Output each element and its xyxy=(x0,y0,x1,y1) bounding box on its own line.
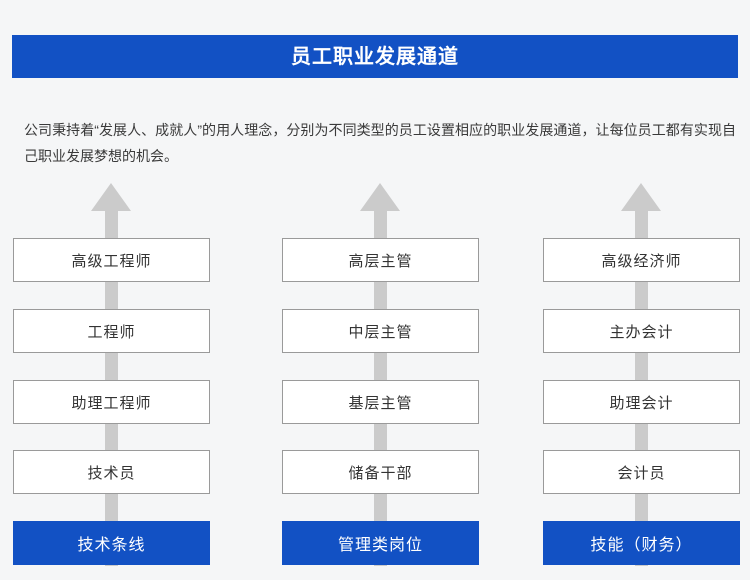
upward-arrow-icon xyxy=(543,178,740,570)
career-track-column-technical: 高级工程师 工程师 助理工程师 技术员 技术条线 xyxy=(13,178,210,578)
intro-paragraph: 公司秉持着“发展人、成就人”的用人理念，分别为不同类型的员工设置相应的职业发展通… xyxy=(24,122,736,164)
arrow-head-icon xyxy=(360,183,400,211)
career-level-box[interactable]: 高级经济师 xyxy=(543,238,740,282)
career-track-footer[interactable]: 管理类岗位 xyxy=(282,521,479,565)
career-level-box[interactable]: 基层主管 xyxy=(282,380,479,424)
career-level-box[interactable]: 高级工程师 xyxy=(13,238,210,282)
upward-arrow-icon xyxy=(282,178,479,570)
arrow-head-icon xyxy=(91,183,131,211)
upward-arrow-icon xyxy=(13,178,210,570)
career-level-box[interactable]: 储备干部 xyxy=(282,450,479,494)
career-level-box[interactable]: 工程师 xyxy=(13,309,210,353)
career-level-box[interactable]: 中层主管 xyxy=(282,309,479,353)
career-track-column-management: 高层主管 中层主管 基层主管 储备干部 管理类岗位 xyxy=(282,178,479,578)
career-track-footer[interactable]: 技能（财务） xyxy=(543,521,740,565)
career-tracks-diagram: 高级工程师 工程师 助理工程师 技术员 技术条线 高层主管 中层主管 基层主管 … xyxy=(0,178,750,578)
career-level-box[interactable]: 主办会计 xyxy=(543,309,740,353)
career-level-box[interactable]: 助理工程师 xyxy=(13,380,210,424)
career-level-box[interactable]: 会计员 xyxy=(543,450,740,494)
page-title: 员工职业发展通道 xyxy=(291,45,459,68)
career-track-column-finance: 高级经济师 主办会计 助理会计 会计员 技能（财务） xyxy=(543,178,740,578)
page-title-banner: 员工职业发展通道 xyxy=(12,35,738,78)
arrow-head-icon xyxy=(621,183,661,211)
career-track-footer[interactable]: 技术条线 xyxy=(13,521,210,565)
career-level-box[interactable]: 助理会计 xyxy=(543,380,740,424)
career-level-box[interactable]: 技术员 xyxy=(13,450,210,494)
career-level-box[interactable]: 高层主管 xyxy=(282,238,479,282)
